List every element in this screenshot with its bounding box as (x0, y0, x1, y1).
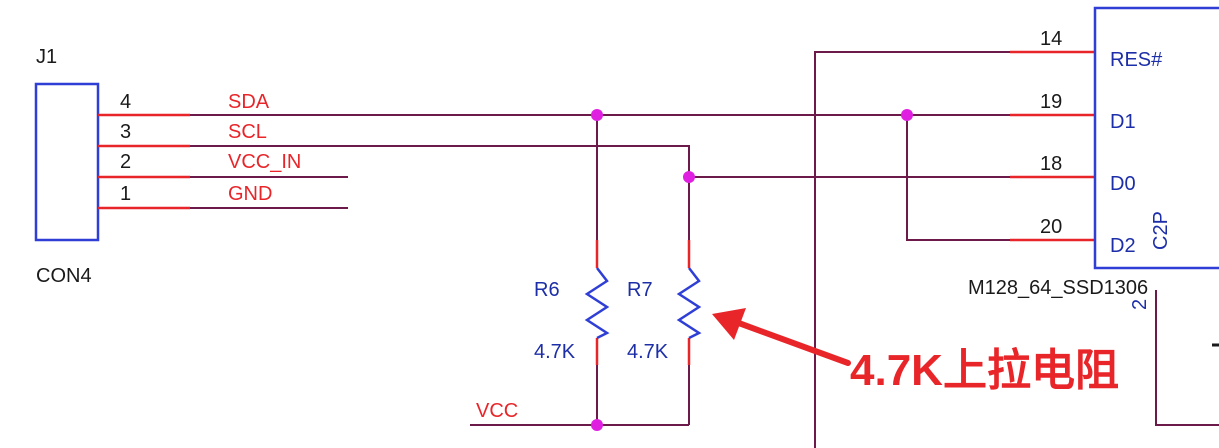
resistor-stubs (595, 240, 691, 365)
vcc-net-label: VCC (476, 400, 518, 422)
junctions (591, 109, 913, 431)
chip-pin-name: D1 (1110, 111, 1136, 133)
junction-dot (591, 419, 603, 431)
chip-pin-stubs (1010, 50, 1095, 242)
annotation-text: 4.7K上拉电阻 (850, 346, 1119, 395)
chip-pin-name: D0 (1110, 173, 1136, 195)
chip-pin-number: 20 (1040, 216, 1062, 238)
net-label-scl: SCL (228, 121, 267, 143)
arrow-head (712, 308, 746, 340)
connector-type: CON4 (36, 265, 92, 287)
chip-pin-number: 18 (1040, 153, 1062, 175)
net-label-sda: SDA (228, 91, 270, 113)
chip-pin-number: 14 (1040, 28, 1062, 50)
r7-value: 4.7K (627, 341, 669, 363)
chip-pin-name: D2 (1110, 235, 1136, 257)
chip-pin-number: 19 (1040, 91, 1062, 113)
wire-d2 (906, 115, 1010, 241)
r6-body (584, 267, 610, 340)
net-label-gnd: GND (228, 183, 272, 205)
junction-dot (901, 109, 913, 121)
junction-dot (591, 109, 603, 121)
resistor-r6: R6 4.7K (534, 267, 610, 363)
junction-dot (683, 171, 695, 183)
connector-pin-number: 3 (120, 121, 131, 143)
chip-ssd1306: 14 19 18 20 RES# D1 D0 D2 C2P M128_64_SS… (968, 6, 1219, 310)
chip-pin-2-glyph: 2 (1129, 299, 1151, 310)
wire-res (814, 51, 1010, 448)
connector-j1: J1 CON4 4 3 2 1 SDA SCL VCC_IN GND (34, 46, 301, 287)
connector-ref: J1 (36, 46, 57, 68)
annotation-arrow (712, 308, 851, 366)
resistor-r7: R7 4.7K (627, 267, 702, 363)
chip-vertical-label: C2P (1150, 211, 1172, 250)
wire-scl (190, 145, 690, 240)
chip-pin-name: RES# (1110, 49, 1163, 71)
r6-value: 4.7K (534, 341, 576, 363)
connector-pin-number: 2 (120, 151, 131, 173)
connector-pin-number: 4 (120, 91, 131, 113)
chip-body (1093, 6, 1219, 270)
connector-pin-number: 1 (120, 183, 131, 205)
r7-ref: R7 (627, 279, 653, 301)
wire-right-lower (1155, 290, 1219, 426)
arrow-shaft (733, 319, 851, 366)
connector-body (34, 82, 100, 242)
r6-ref: R6 (534, 279, 560, 301)
chip-part-name: M128_64_SSD1306 (968, 277, 1148, 299)
net-label-vcc-in: VCC_IN (228, 151, 301, 173)
r7-body (676, 267, 702, 340)
